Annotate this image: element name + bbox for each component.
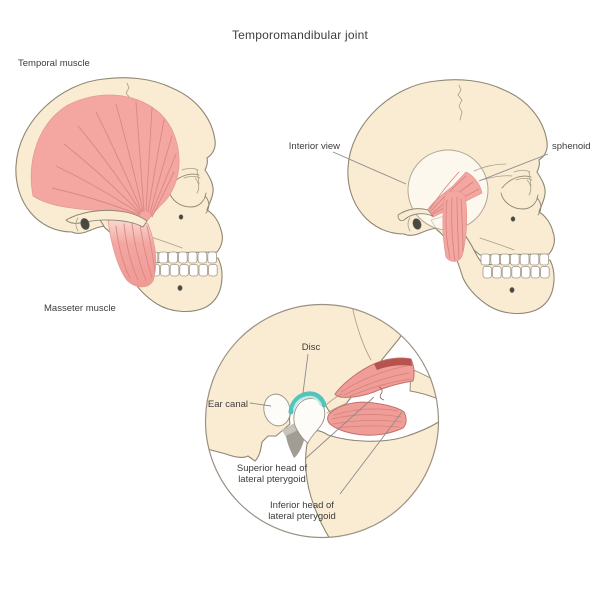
left-skull-figure: [15, 77, 223, 313]
inferior-head-leader: [339, 411, 403, 495]
superior-head-muscle: [334, 357, 415, 398]
disc-label: Disc: [302, 342, 321, 353]
right-skull-figure: [347, 79, 555, 315]
ear-canal-leader: [249, 402, 272, 407]
interior-view-leader: [332, 151, 407, 185]
superior-head-leader: [304, 396, 375, 460]
inferior-head-label-line1: Inferior head of: [270, 500, 334, 511]
disc-leader: [302, 353, 309, 394]
masseter-muscle: [107, 217, 157, 288]
tmj-inset: [204, 303, 440, 539]
temporal-muscle: [30, 94, 180, 223]
superior-head-dark-edge: [374, 358, 412, 370]
temporal-muscle-striations: [51, 101, 177, 218]
diagram-title: Temporomandibular joint: [232, 28, 368, 42]
articular-disc: [288, 391, 327, 415]
pterygoid-fan-lower: [442, 190, 468, 262]
sphenoid-leader: [478, 153, 549, 182]
superior-head-label-line2: lateral pterygoid: [238, 474, 306, 485]
zygomatic-arch-right: [397, 208, 434, 232]
inset-circle-border: [204, 303, 440, 539]
superior-head-label-line1: Superior head of: [237, 463, 308, 474]
condyle: [293, 397, 326, 444]
ear-canal-label: Ear canal: [208, 399, 248, 410]
inset-plate-band: [409, 368, 439, 405]
inferior-head-muscle: [327, 401, 407, 436]
inset-suture-line: [351, 305, 372, 361]
sphenoid-label: sphenoid: [552, 141, 591, 152]
temporal-muscle-label: Temporal muscle: [18, 58, 90, 69]
interior-view-label: Interior view: [289, 141, 340, 152]
masseter-muscle-label: Masseter muscle: [44, 303, 116, 314]
masseter-striations: [115, 222, 156, 282]
labels: Temporomandibular joint Temporal muscle …: [18, 28, 591, 522]
inferior-head-label-line2: lateral pterygoid: [268, 511, 336, 522]
capsule-lines: [324, 386, 385, 414]
leader-lines: [249, 151, 549, 495]
